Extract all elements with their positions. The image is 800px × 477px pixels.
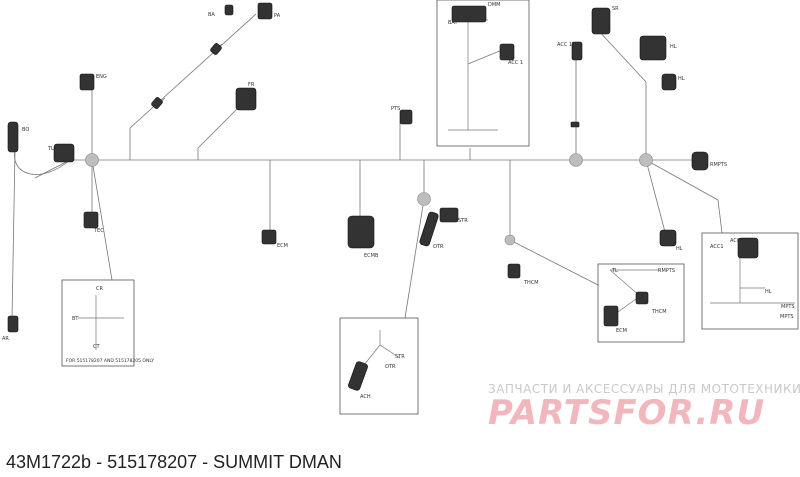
connector-icon <box>235 87 257 111</box>
harness-branch <box>404 198 425 319</box>
connector-icon <box>635 291 649 305</box>
harness-branch <box>129 13 257 129</box>
label-for-note: FOR 515178207 AND 515178205 ONLY <box>66 358 154 364</box>
label-mpts: MPTS <box>781 304 795 310</box>
label-mpts2: MPTS <box>780 314 794 320</box>
label-tl3: TL <box>611 268 618 274</box>
connector-icon <box>659 229 677 247</box>
connector-icon <box>661 73 677 91</box>
harness-branch <box>34 159 71 179</box>
connector-icon <box>639 35 667 61</box>
harness-branch <box>467 49 503 65</box>
connector-icon <box>591 7 611 35</box>
harness-branch <box>609 269 641 297</box>
harness-branch <box>645 159 719 201</box>
label-ar: AR <box>2 336 9 342</box>
detail-box-left <box>61 279 135 367</box>
junction-node <box>417 192 431 206</box>
connector-icon <box>691 151 709 171</box>
label-thcm2: THCM <box>651 309 667 315</box>
connector-icon <box>210 43 222 55</box>
label-thcm: THCM <box>523 280 539 286</box>
label-cr: CR <box>96 286 103 292</box>
connector-icon <box>419 211 439 247</box>
connector-icon <box>348 361 368 391</box>
label-hl2: HL <box>678 76 685 82</box>
connector-icon <box>571 41 583 61</box>
label-pa: PA <box>274 13 281 19</box>
junction-node <box>504 234 516 246</box>
label-ct: CT <box>93 344 100 350</box>
harness-branch <box>197 103 243 149</box>
connector-icon <box>79 73 95 91</box>
label-acc2: ACC 1 <box>557 42 572 48</box>
label-str2: STR <box>395 354 405 360</box>
label-fr: FR <box>248 82 255 88</box>
harness-branch <box>597 29 647 83</box>
label-eng: ENG <box>96 74 107 80</box>
connector-icon <box>347 215 375 249</box>
connector-icon <box>570 121 580 128</box>
connector-icon <box>83 211 99 229</box>
label-pts: PTS <box>391 106 400 112</box>
label-str: STR <box>458 218 468 224</box>
harness-branch <box>509 239 599 286</box>
junction-node <box>639 153 653 167</box>
junction-node <box>569 153 583 167</box>
connector-icon <box>261 229 277 245</box>
label-otr: OTR <box>433 244 444 250</box>
label-bo: BO <box>22 127 29 133</box>
connector-icon <box>439 207 459 223</box>
label-acc4: ACC1 <box>730 238 744 244</box>
detail-box-center <box>339 317 419 415</box>
diagram-caption: 43M1722b - 515178207 - SUMMIT DMAN <box>6 452 342 472</box>
label-ecm2: ECM <box>616 328 627 334</box>
connector-icon <box>7 121 19 153</box>
connector-icon <box>224 4 234 16</box>
label-tl: TL <box>47 146 54 152</box>
label-hl: HL <box>670 44 677 50</box>
label-rmpts: RMPTS <box>710 162 727 168</box>
label-ach: ACH <box>360 394 371 400</box>
label-bt: BT <box>72 316 79 322</box>
junction-node <box>85 153 99 167</box>
harness-branch <box>379 344 401 359</box>
harness-branch <box>717 199 723 234</box>
label-ba: BA <box>208 12 215 18</box>
label-rmpts2: RMPTS <box>658 268 675 274</box>
detail-box-top <box>436 0 530 147</box>
label-acc1: ACC 1 <box>508 60 523 66</box>
connector-icon <box>737 237 759 259</box>
harness-branch <box>11 149 16 321</box>
harness-branch <box>91 159 113 281</box>
connector-icon <box>7 315 19 333</box>
label-bat: BAT <box>448 20 458 26</box>
connector-icon <box>53 143 75 163</box>
label-hl4: HL <box>765 289 772 295</box>
watermark-logo: PARTSFOR.RU <box>488 393 766 433</box>
connector-icon <box>499 43 515 61</box>
label-sr: SR <box>612 6 619 12</box>
connector-icon <box>603 305 619 327</box>
connector-icon <box>399 109 413 125</box>
connector-icon <box>507 263 521 279</box>
label-acc3: ACC1 <box>710 244 724 250</box>
label-ecm: ECM <box>277 243 288 249</box>
label-ecmb: ECMB <box>364 253 379 259</box>
watermark-tagline: ЗАПЧАСТИ И АКСЕССУАРЫ ДЛЯ МОТОТЕХНИКИ <box>488 382 800 396</box>
connector-icon <box>151 97 163 109</box>
label-otr2: OTR <box>385 364 396 370</box>
label-dmm: DMM <box>488 2 500 8</box>
label-tec: TEC <box>93 228 104 234</box>
harness-branch <box>645 159 666 233</box>
connector-icon <box>451 5 487 23</box>
connector-icon <box>257 2 273 20</box>
label-hl3: HL <box>676 246 683 252</box>
